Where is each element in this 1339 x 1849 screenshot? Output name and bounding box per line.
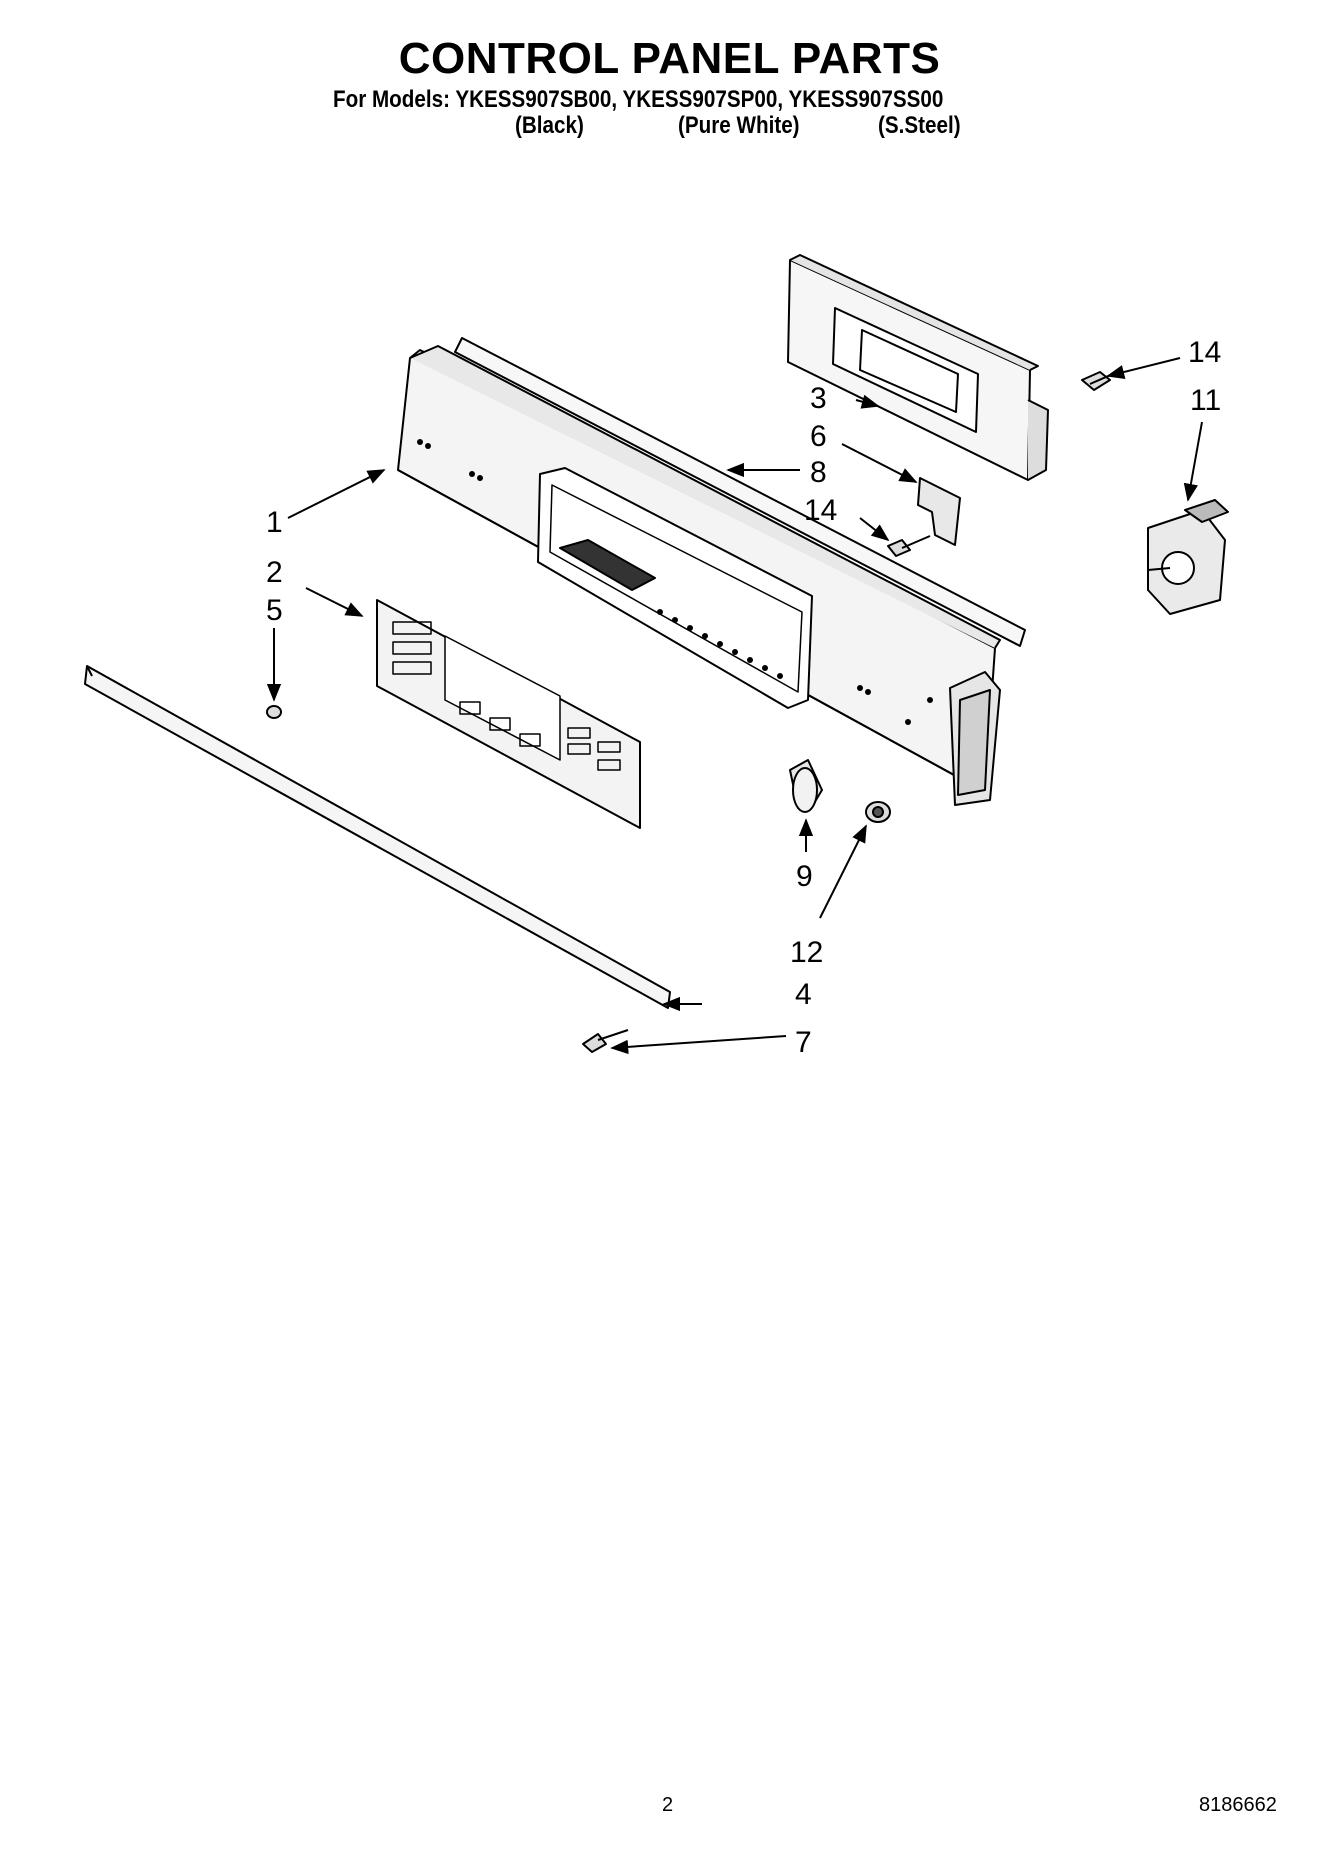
leader-arrows [266,357,1203,1055]
callout-7: 7 [795,1026,812,1059]
leader-11 [1183,421,1203,502]
leader-1 [287,469,386,519]
leader-2 [305,587,364,617]
page-number: 2 [662,1794,674,1816]
callout-14-lower: 14 [804,494,837,527]
part-2-overlay [376,599,641,829]
models-line: For Models: YKESS907SB00, YKESS907SP00, … [333,86,944,113]
callout-11: 11 [1190,384,1221,417]
document-number: 8186662 [1199,1794,1277,1816]
callout-12: 12 [790,936,823,969]
part-7-screw [582,1029,629,1053]
callout-8: 8 [810,456,827,489]
part-1-control-panel [397,345,1001,806]
part-3-electronic-control [787,254,1049,481]
part-14-screw-lower [887,535,931,557]
variant-stainless: (S.Steel) [878,112,961,139]
callout-4: 4 [795,978,812,1011]
leader-12 [819,824,867,919]
part-11-switch [1147,499,1229,615]
part-5-plug [266,705,282,719]
callout-14-upper: 14 [1188,336,1221,369]
variant-pure-white: (Pure White) [678,112,800,139]
leader-7 [610,1035,787,1055]
page-title: CONTROL PANEL PARTS [398,34,941,83]
leader-3 [855,394,880,409]
callout-9: 9 [796,860,813,893]
part-6-bracket [917,477,961,546]
part-8-back-strip [454,337,1026,647]
callout-3: 3 [810,382,827,415]
callout-5: 5 [266,594,283,627]
leader-6 [841,443,918,483]
callout-6: 6 [810,420,827,453]
part-9-knob [789,759,823,813]
variant-black: (Black) [515,112,584,139]
leader-14-lower [859,517,890,542]
part-12-insert [865,801,891,823]
callout-2: 2 [266,556,283,589]
leader-14-upper [1106,357,1181,380]
callout-1: 1 [266,506,283,539]
